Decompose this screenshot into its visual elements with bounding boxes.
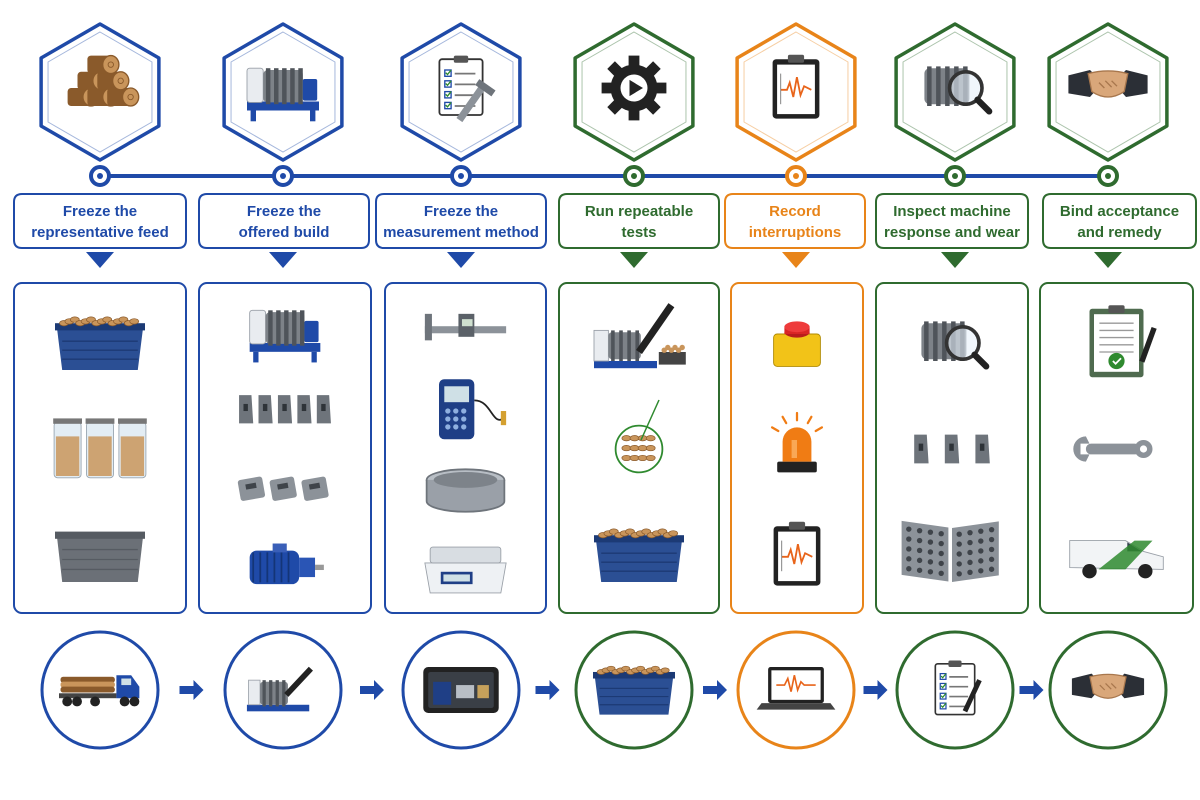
digital-scale-icon: [424, 546, 507, 594]
timeline-node-dot: [793, 173, 799, 179]
flow-arrow: [535, 680, 560, 700]
chip-crate-icon: [594, 528, 684, 582]
feed-bin-icon: [55, 316, 145, 370]
cutter-teeth-icon: [239, 395, 331, 424]
step-hexagon-inner: [743, 31, 849, 153]
screen-plates-icon: [901, 520, 999, 583]
flow-arrow: [179, 680, 204, 700]
log-truck-icon: [59, 675, 140, 707]
timeline-node-dot: [458, 173, 464, 179]
step-hexagon-inner: [408, 31, 514, 153]
step-label-line: representative feed: [31, 224, 169, 241]
step-label-line: tests: [621, 224, 656, 241]
wrench-icon: [1073, 436, 1153, 462]
worn-teeth-icon: [914, 434, 990, 464]
clipboard-chart-icon: [773, 521, 821, 586]
step-label-line: Freeze the: [424, 203, 498, 220]
chip-crate-icon: [593, 665, 675, 715]
step-label-box: [198, 193, 370, 249]
step-1: Freeze the representative feed: [13, 22, 187, 750]
step-label-line: Bind acceptance: [1060, 203, 1179, 220]
timeline-node-dot: [631, 173, 637, 179]
step-hexagon-inner: [230, 31, 336, 153]
emergency-stop-icon: [773, 321, 821, 367]
warning-beacon-icon: [770, 411, 824, 473]
sample-jars-icon: [53, 418, 147, 479]
step-label-pointer: [269, 252, 297, 268]
step-label-box: [724, 193, 866, 249]
shredder-conveyor-icon: [593, 303, 686, 369]
step-hexagon-inner: [1055, 31, 1161, 153]
step-6: Inspect machine response and wear: [875, 22, 1029, 750]
rotor-magnifier-icon: [921, 321, 990, 370]
instrument-case-icon: [423, 667, 499, 713]
approved-document-icon: [1089, 305, 1157, 378]
step-label-line: Run repeatable: [585, 203, 693, 220]
timeline-node-dot: [280, 173, 286, 179]
step-4: Run repeatable tests: [558, 22, 720, 750]
step-label-box: [1042, 193, 1197, 249]
step-label-pointer: [782, 252, 810, 268]
step-label-pointer: [941, 252, 969, 268]
step-label-pointer: [1094, 252, 1122, 268]
step-label-box: [375, 193, 547, 249]
step-hexagon-inner: [902, 31, 1008, 153]
step-label-line: interruptions: [749, 224, 842, 241]
checklist-caliper-icon: [438, 55, 496, 123]
checklist-pen-icon: [934, 660, 982, 716]
timeline-node-dot: [1105, 173, 1111, 179]
step-5: Record interruptions: [724, 22, 866, 750]
step-7: Bind acceptance and remedy: [1039, 22, 1197, 750]
timeline-node-dot: [952, 173, 958, 179]
flow-arrow: [1019, 680, 1044, 700]
caliper-icon: [424, 313, 507, 341]
step-label-line: response and wear: [884, 224, 1020, 241]
step-label-pointer: [86, 252, 114, 268]
step-label-line: Inspect machine: [893, 203, 1011, 220]
step-panel: [198, 282, 372, 614]
service-van-icon: [1069, 540, 1164, 579]
timeline-node-dot: [97, 173, 103, 179]
step-label-line: offered build: [239, 224, 330, 241]
handheld-meter-icon: [439, 379, 507, 440]
step-3: Freeze the measurement method: [375, 22, 547, 750]
flow-arrow: [703, 680, 727, 700]
conveyor-shredder-icon: [246, 666, 313, 712]
flow-arrow: [360, 680, 384, 700]
step-panel: [384, 282, 547, 614]
step-label-line: Record: [769, 203, 821, 220]
magnifier-link: [640, 399, 660, 441]
shredder-rotor-icon: [246, 67, 319, 122]
rotor-magnifier-icon: [924, 66, 993, 115]
chip-sample-magnifier-icon: [614, 424, 664, 474]
sieve-icon: [425, 468, 506, 513]
gear-play-icon: [601, 55, 667, 121]
log-pile-icon: [67, 54, 140, 107]
step-label-box: [875, 193, 1029, 249]
flow-arrow: [863, 680, 888, 700]
step-hexagon-inner: [47, 31, 153, 153]
step-label-box: [558, 193, 720, 249]
step-label-pointer: [447, 252, 475, 268]
handshake-icon: [1071, 673, 1145, 699]
cutter-blocks-icon: [237, 476, 329, 501]
step-hexagon-inner: [581, 31, 687, 153]
step-label-line: and remedy: [1077, 224, 1162, 241]
empty-crate-icon: [55, 531, 145, 582]
step-label-line: Freeze the: [63, 203, 137, 220]
electric-motor-icon: [249, 543, 324, 585]
clipboard-chart-icon: [772, 54, 820, 119]
step-label-pointer: [620, 252, 648, 268]
step-label-line: measurement method: [383, 224, 539, 241]
laptop-chart-icon: [756, 667, 836, 710]
shredder-machine-icon: [249, 309, 321, 363]
step-label-line: Freeze the: [247, 203, 321, 220]
step-label-box: [13, 193, 187, 249]
handshake-icon: [1068, 70, 1148, 98]
step-2: Freeze the offered build: [198, 22, 372, 750]
